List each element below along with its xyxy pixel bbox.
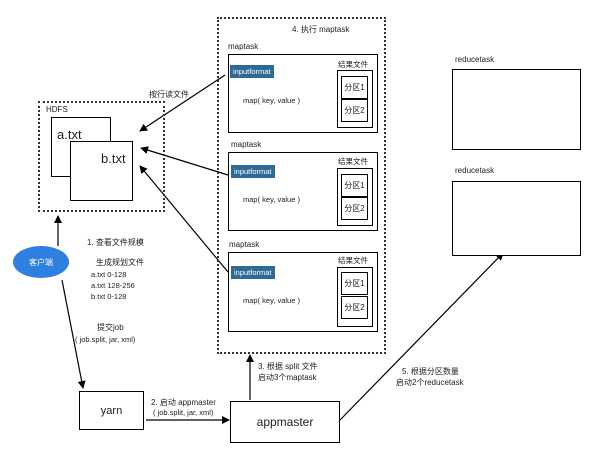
client-node: 客户端 xyxy=(13,246,69,278)
map-function: map( key, value ) xyxy=(243,96,300,105)
partition-2: 分区2 xyxy=(341,197,368,220)
plan-title: 生成规划文件 xyxy=(96,258,144,267)
maptask-title: maptask xyxy=(231,140,262,149)
result-file-label: 结果文件 xyxy=(338,60,368,69)
map-function: map( key, value ) xyxy=(243,195,300,204)
yarn-box: yarn xyxy=(79,391,144,430)
exec-maptask-label: 4. 执行 maptask xyxy=(292,25,349,35)
reducetask-box xyxy=(452,69,581,150)
file-a-label: a.txt xyxy=(57,127,82,142)
partition-1: 分区1 xyxy=(341,174,368,197)
appmaster-box: appmaster xyxy=(230,401,340,443)
yarn-label: yarn xyxy=(100,404,123,417)
arrow-maptask3-to-hdfs xyxy=(139,165,229,273)
step3-line2: 启动3个maptask xyxy=(258,373,317,382)
step1-title: 1. 查看文件规模 xyxy=(87,238,144,247)
arrow-appmaster-to-reducetask xyxy=(339,252,504,421)
result-file-label: 结果文件 xyxy=(338,256,368,265)
partition-2: 分区2 xyxy=(341,296,368,319)
read-lines-label: 按行读文件 xyxy=(149,90,189,99)
map-function: map( key, value ) xyxy=(243,296,300,305)
step3-line1: 3. 根据 split 文件 xyxy=(258,362,318,371)
reducetask-title: reducetask xyxy=(455,166,495,175)
plan-line: a.txt 0-128 xyxy=(91,270,127,279)
step5-line2: 启动2个reducetask xyxy=(396,378,464,387)
appmaster-label: appmaster xyxy=(256,415,314,429)
reducetask-title: reducetask xyxy=(455,55,495,64)
file-b xyxy=(70,141,133,201)
plan-line: b.txt 0-128 xyxy=(91,292,127,301)
submit-job-args: ( job.split, jar, xml) xyxy=(75,335,136,344)
hdfs-container xyxy=(38,101,165,212)
arrow-maptask1-to-hdfs xyxy=(139,74,226,132)
reducetask-box xyxy=(452,181,581,256)
step2-line1: 2. 启动 appmaster xyxy=(151,398,216,407)
step2-line2: ( job.split, jar, xml) xyxy=(153,408,214,417)
result-file-label: 结果文件 xyxy=(338,157,368,166)
arrow-maptask2-to-hdfs xyxy=(140,146,229,176)
exec-maptask-text: 4. 执行 maptask xyxy=(292,25,350,34)
hdfs-label: HDFS xyxy=(46,105,68,114)
arrow-client-to-yarn xyxy=(61,279,86,389)
inputformat-tag: inputformat xyxy=(230,65,274,78)
inputformat-tag: inputformat xyxy=(231,165,275,178)
maptask-title: maptask xyxy=(229,240,260,249)
step5-line1: 5. 根据分区数量 xyxy=(402,367,459,376)
file-b-label: b.txt xyxy=(101,151,126,166)
partition-1: 分区1 xyxy=(341,76,368,99)
partition-1: 分区1 xyxy=(341,272,368,295)
maptask-title: maptask xyxy=(228,42,259,51)
inputformat-tag: inputformat xyxy=(231,266,275,279)
partition-2: 分区2 xyxy=(341,99,368,122)
submit-job-label: 提交job xyxy=(97,323,124,332)
plan-line: a.txt 128-256 xyxy=(91,281,135,290)
maptask-group xyxy=(217,17,386,354)
